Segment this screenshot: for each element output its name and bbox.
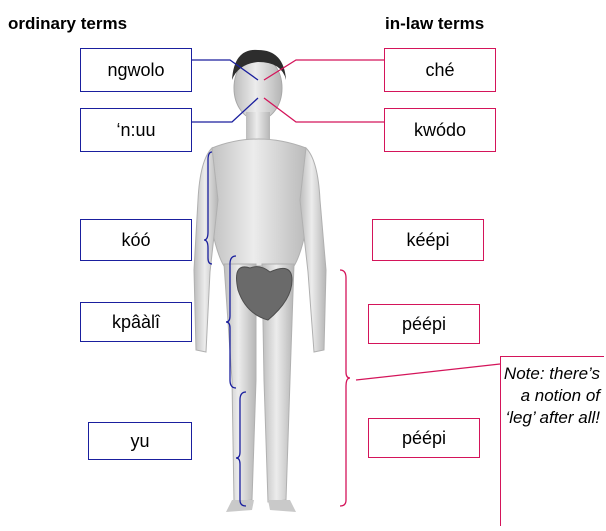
inlaw-term-peepi-lower: péépi <box>368 418 480 458</box>
ordinary-term-nuu: ‘n:uu <box>80 108 192 152</box>
ordinary-term-ngwolo: ngwolo <box>80 48 192 92</box>
inlaw-term-che: ché <box>384 48 496 92</box>
ordinary-term-kpaali: kpâàlî <box>80 302 192 342</box>
leg-note: Note: there’s a notion of ‘leg’ after al… <box>500 356 604 526</box>
inlaw-term-keepi: kéépi <box>372 219 484 261</box>
human-figure <box>194 50 326 512</box>
ordinary-term-koo: kóó <box>80 219 192 261</box>
inlaw-term-kwodo: kwódo <box>384 108 496 152</box>
ordinary-term-yu: yu <box>88 422 192 460</box>
inlaw-term-peepi-upper: péépi <box>368 304 480 344</box>
